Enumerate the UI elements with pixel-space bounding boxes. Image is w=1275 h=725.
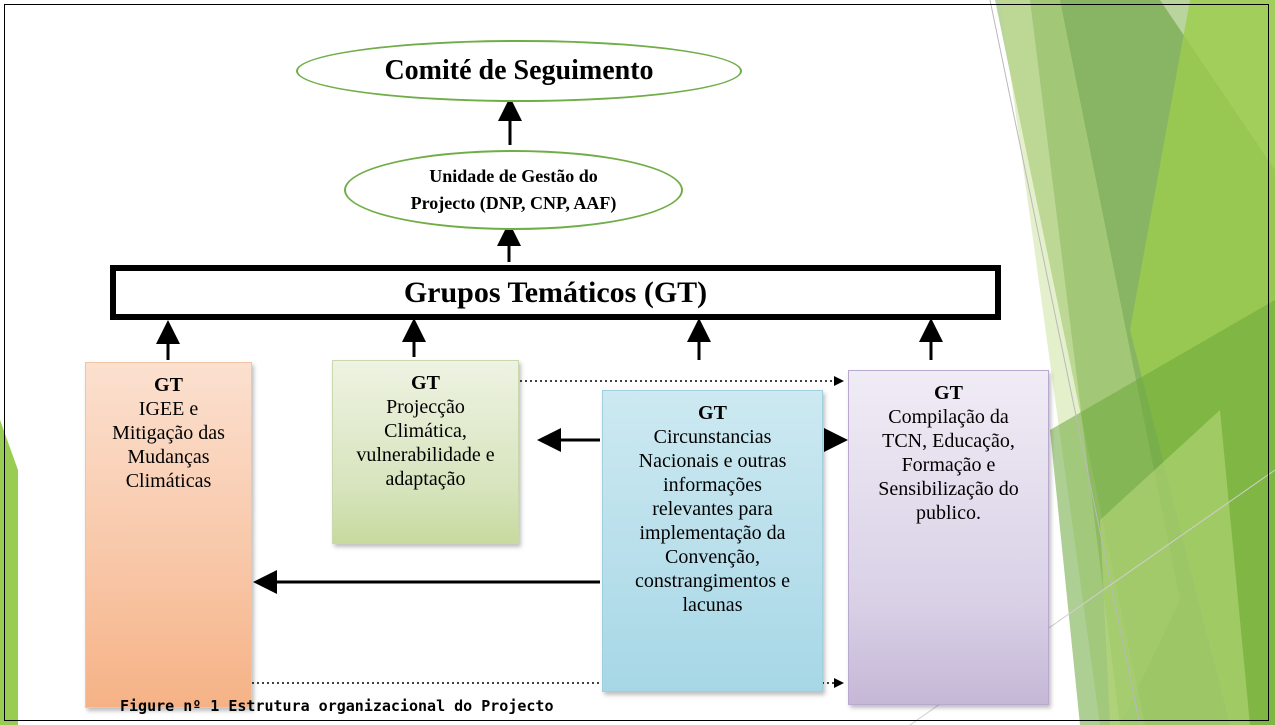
- gt-box-climate-projection: GT Projecção Climática, vulnerabilidade …: [332, 360, 519, 544]
- gt-box-line: constrangimentos e: [635, 570, 790, 592]
- management-unit-node: Unidade de Gestão do Projecto (DNP, CNP,…: [344, 150, 683, 230]
- decor-facet-6: [1100, 410, 1250, 725]
- gt-box-line: Climáticas: [125, 470, 212, 492]
- gt-box-line: Circunstancias: [653, 426, 772, 448]
- steering-committee-node: Comité de Seguimento: [296, 40, 742, 102]
- gt-box-heading: GT: [154, 374, 183, 396]
- gt-box-heading: GT: [934, 382, 963, 404]
- management-unit-line-1: Unidade de Gestão do: [429, 166, 598, 186]
- gt-box-line: Nacionais e outras: [638, 450, 787, 472]
- management-unit-line-2: Projecto (DNP, CNP, AAF): [410, 193, 617, 213]
- gt-box-line: lacunas: [682, 594, 743, 616]
- gt-box-line: implementação da: [639, 522, 786, 544]
- gt-box-line: TCN, Educação,: [882, 430, 1015, 452]
- gt-box-line: IGEE e: [138, 398, 199, 420]
- thematic-groups-bar: Grupos Temáticos (GT): [110, 265, 1001, 320]
- thematic-groups-label: Grupos Temáticos (GT): [403, 275, 708, 309]
- decor-line-1: [989, 0, 1141, 725]
- gt-box-igee-mitigation: GT IGEE e Mitigação das Mudanças Climáti…: [85, 362, 252, 708]
- gt-box-compilation-education: GT Compilação da TCN, Educação, Formação…: [848, 370, 1049, 705]
- gt-box-heading: GT: [411, 372, 440, 394]
- gt-box-line: vulnerabilidade e: [356, 444, 495, 466]
- gt-box-line: Mudanças: [127, 446, 210, 468]
- gt-box-line: publico.: [916, 502, 981, 524]
- figure-caption: Figure nº 1 Estrutura organizacional do …: [120, 697, 554, 715]
- gt-box-heading: GT: [698, 402, 727, 424]
- gt-box-line: adaptação: [385, 468, 466, 490]
- steering-committee-label: Comité de Seguimento: [384, 55, 654, 86]
- gt-box-line: Mitigação das: [112, 422, 225, 444]
- gt-box-line: Sensibilização do: [878, 478, 1019, 500]
- gt-box-line: Formação e: [901, 454, 996, 476]
- gt-box-national-circumstances: GT Circunstancias Nacionais e outras inf…: [602, 390, 823, 692]
- gt-box-line: Compilação da: [888, 406, 1009, 428]
- gt-box-line: informações: [663, 474, 762, 496]
- gt-box-line: Climática,: [384, 420, 467, 442]
- gt-box-line: Convenção,: [665, 546, 760, 568]
- gt-box-line: Projecção: [386, 396, 465, 418]
- gt-box-line: relevantes para: [652, 498, 773, 520]
